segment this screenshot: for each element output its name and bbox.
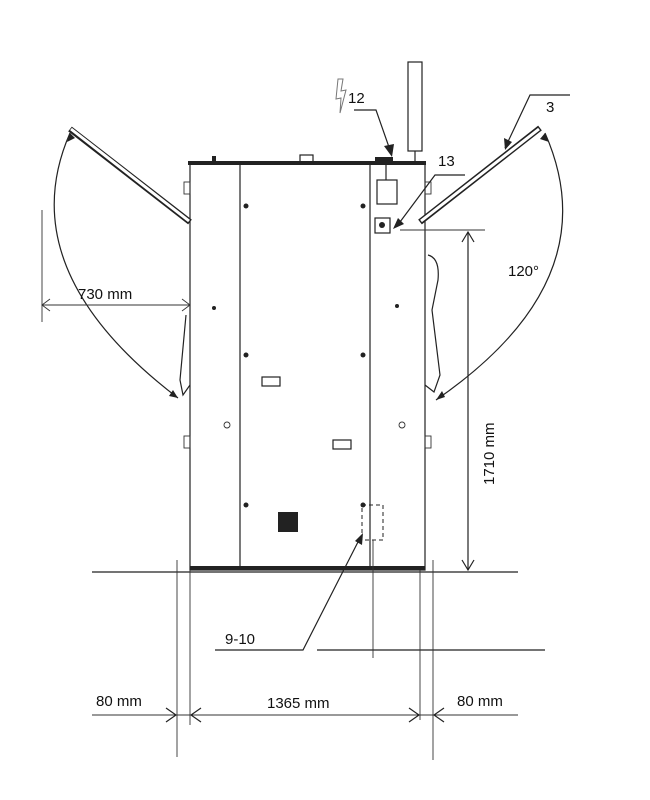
side-clearance-right-label: 80 mm [457, 693, 503, 710]
terminal-block [374, 217, 391, 234]
callout-12: 12 [348, 90, 365, 107]
lightning-icon [335, 78, 347, 114]
roof-stud [212, 156, 216, 162]
lock [398, 421, 406, 429]
leader-arrowhead [393, 218, 404, 229]
callout-9-10-leader [215, 537, 361, 651]
dimension-arrows [41, 298, 191, 312]
door-angle-label: 120° [508, 263, 539, 280]
roof-vent [299, 154, 314, 165]
cabinet-roof [188, 161, 426, 165]
door-clearance-label: 730 mm [78, 286, 132, 303]
cabinet [179, 61, 441, 571]
callout-12-leader [354, 109, 391, 151]
dimension-arrows [165, 707, 445, 723]
hinge [183, 181, 191, 195]
hidden-component [361, 504, 384, 541]
dimension-arrows [461, 230, 475, 572]
open-door-right-side [424, 254, 441, 393]
callout-3: 3 [546, 99, 554, 116]
power-inlet [375, 157, 393, 163]
hinge [183, 435, 191, 449]
handle [332, 439, 352, 450]
terminal [379, 222, 385, 228]
door-left-inner [70, 127, 190, 223]
panel-fasteners [212, 203, 399, 508]
door-swing-arc-left [53, 132, 179, 399]
callout-13: 13 [438, 153, 455, 170]
leader-arrowhead [384, 144, 394, 157]
callout-13-leader [396, 174, 465, 227]
callout-3-leader [504, 94, 570, 149]
hinge [424, 435, 432, 449]
width-label: 1365 mm [267, 695, 330, 712]
antenna [407, 61, 423, 152]
callout-9-10: 9-10 [225, 631, 255, 648]
leader-arrowhead [355, 533, 363, 545]
height-label: 1710 mm [481, 422, 498, 485]
door-swing-arc-right [435, 132, 564, 401]
open-door-left-side [179, 314, 191, 397]
junction-box [376, 179, 398, 205]
door-right-inner [420, 127, 540, 223]
cabinet-base [190, 566, 425, 570]
lock [223, 421, 231, 429]
handle [261, 376, 281, 387]
arc-arrowheads [67, 133, 549, 400]
vent-grille [278, 512, 298, 532]
leader-arrowhead [504, 138, 512, 150]
side-clearance-left-label: 80 mm [96, 693, 142, 710]
